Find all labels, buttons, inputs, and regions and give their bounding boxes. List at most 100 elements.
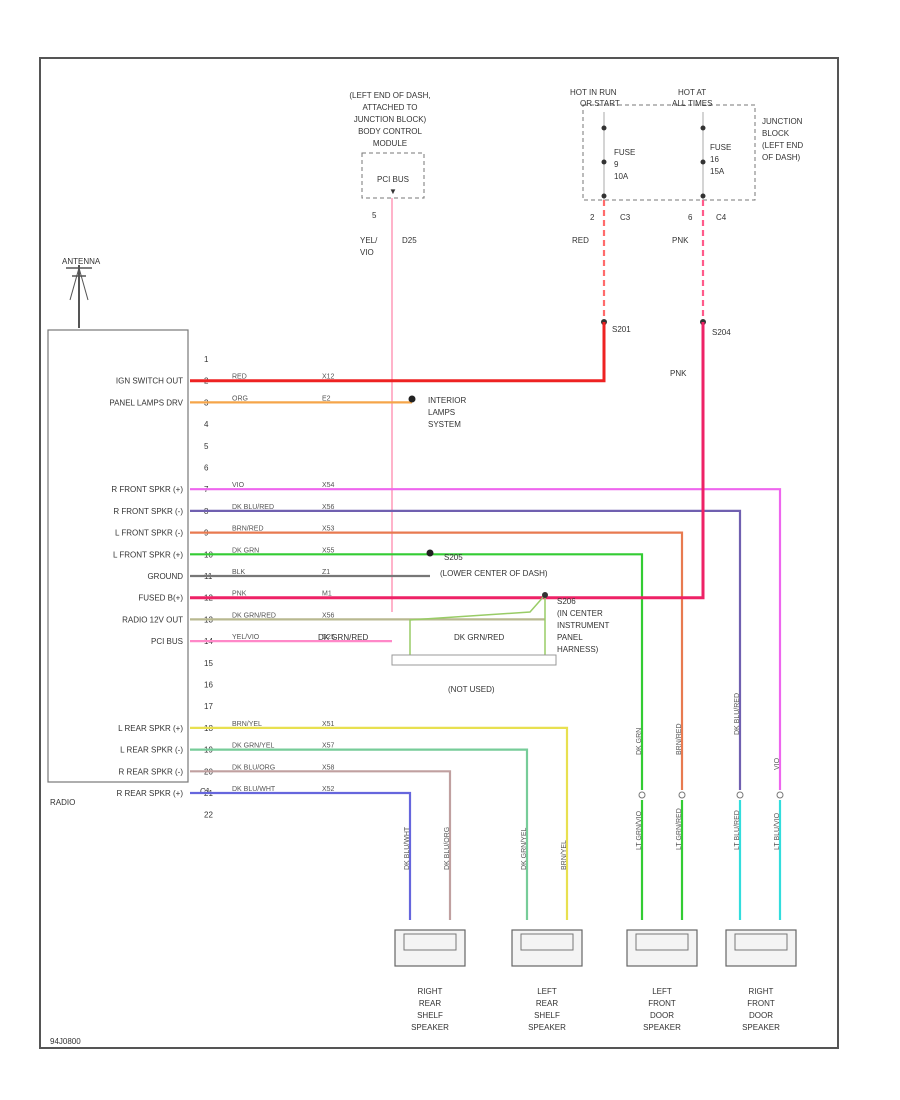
s206-location-1: (IN CENTER (557, 609, 603, 618)
wire-pin-18 (190, 726, 569, 920)
c4-connector: C4 (716, 213, 727, 222)
speaker-name-line: FRONT (648, 999, 676, 1008)
wire-circuit-label: X52 (322, 786, 335, 793)
bcm-location-line-1: (LEFT END OF DASH, (349, 91, 430, 100)
fuse-9-line-2: 9 (614, 160, 619, 169)
hot-at-line-1: HOT AT (678, 88, 706, 97)
wire-circuit-label: X56 (322, 612, 335, 619)
s206-wire-label-right: DK GRN/RED (454, 633, 504, 642)
speaker-name-line: RIGHT (418, 987, 443, 996)
wire-color-label: YEL/VIO (232, 634, 260, 641)
speaker-name-line: REAR (419, 999, 441, 1008)
hot-run-line-1: HOT IN RUN (570, 88, 617, 97)
speaker-name-line: DOOR (749, 1011, 773, 1020)
pin-label: R FRONT SPKR (-) (113, 507, 183, 516)
hot-run-line-2: OR START (580, 99, 620, 108)
body-control-module-connector: (LEFT END OF DASH, ATTACHED TO JUNCTION … (349, 91, 430, 257)
speaker-icon (511, 929, 583, 967)
speaker-icon (725, 929, 797, 967)
speaker-name-line: LEFT (652, 987, 672, 996)
splice-s204-label: S204 (712, 328, 731, 337)
wire-circuit-label: X51 (322, 721, 335, 728)
inline-connector (638, 791, 646, 799)
bcm-location-line-4: BODY CONTROL (358, 127, 422, 136)
speaker-list: RIGHTREARSHELFSPEAKERLEFTREARSHELFSPEAKE… (394, 929, 797, 1032)
bcm-wire-color-2: VIO (360, 248, 374, 257)
speaker-wire-label: VIO (774, 757, 781, 770)
wire-circuit-label: X12 (322, 374, 335, 381)
bcm-location-line-5: MODULE (373, 139, 407, 148)
wire-circuit-label: Z1 (322, 569, 330, 576)
fuse-9-terminal-mid (601, 159, 607, 165)
speaker-wire-label: BRN/YEL (561, 840, 568, 870)
wire-color-label: DK BLU/RED (232, 504, 274, 511)
ground-splice-dot (426, 549, 434, 557)
speaker-cone (734, 933, 788, 951)
pin-label: R FRONT SPKR (+) (111, 485, 183, 494)
pin-number: 16 (204, 681, 213, 690)
bcm-location-line-2: ATTACHED TO (363, 103, 418, 112)
wire-circuit-label: X53 (322, 526, 335, 533)
wire-pin-9 (190, 531, 684, 790)
ground-location-label: (LOWER CENTER OF DASH) (440, 569, 548, 578)
wire-color-label: RED (232, 374, 247, 381)
pin-label: PANEL LAMPS DRV (109, 398, 183, 407)
bcm-connector-box (361, 152, 425, 199)
s206-wire-label-left: DK GRN/RED (318, 633, 368, 642)
c4-pin: 6 (688, 213, 693, 222)
c3-connector: C3 (620, 213, 631, 222)
speaker-wire-label: LT GRN/VIO (636, 810, 643, 850)
wire-color-label: VIO (232, 482, 245, 489)
c4-color: PNK (672, 236, 689, 245)
wire-color-label: DK GRN/RED (232, 612, 276, 619)
wire-circuit-label: D25 (322, 634, 335, 641)
speaker-name-line: SPEAKER (742, 1023, 780, 1032)
wire-color-label: BRN/YEL (232, 721, 262, 728)
inline-connector (776, 791, 784, 799)
wire-color-label: ORG (232, 395, 248, 402)
antenna-icon (66, 265, 92, 328)
figure-id: 94J0800 (50, 1037, 81, 1046)
s206-location-3: PANEL (557, 633, 583, 642)
amp-label: (NOT USED) (448, 685, 495, 694)
wire-color-label: DK GRN/YEL (232, 743, 275, 750)
junction-location-4: OF DASH) (762, 153, 801, 162)
fuse-9-terminal-top (601, 125, 607, 131)
bcm-pin-indicator: ▼ (389, 187, 397, 196)
wire-pin-20 (190, 770, 452, 920)
pin-number: 1 (204, 355, 209, 364)
wire-color-label: PNK (232, 591, 247, 598)
s206-location-4: HARNESS) (557, 645, 599, 654)
speaker-name-line: SPEAKER (528, 1023, 566, 1032)
c3-pin: 2 (590, 213, 595, 222)
pnk-wire-label: PNK (670, 369, 687, 378)
speaker-wire-label: BRN/RED (676, 723, 683, 755)
ground-splice-label: S205 (444, 553, 463, 562)
speaker-name-line: SPEAKER (643, 1023, 681, 1032)
speaker-wire-label: LT GRN/RED (676, 808, 683, 850)
s206-splice-wire (409, 594, 546, 655)
wire-circuit-label: X54 (322, 482, 335, 489)
diagram-frame (39, 57, 839, 1049)
pin-number: 5 (204, 442, 209, 451)
interior-lamps-label-1: INTERIOR (428, 396, 466, 405)
wire-circuit-label: X57 (322, 743, 335, 750)
fuse-9-line-3: 10A (614, 172, 629, 181)
pin-label: PCI BUS (151, 637, 183, 646)
pin-number: 17 (204, 702, 213, 711)
radio-connector-label: C1 (200, 787, 211, 796)
speaker-wire-label: LT BLU/RED (734, 810, 741, 850)
wire-circuit-label: M1 (322, 591, 332, 598)
speaker-wire-label: DK BLU/WHT (404, 826, 411, 870)
speaker-wire-label: DK GRN (636, 728, 643, 755)
fuse-9-line-1: FUSE (614, 148, 635, 157)
pin-label: GROUND (147, 572, 183, 581)
fuse-16-line-3: 15A (710, 167, 725, 176)
hot-at-line-2: ALL TIMES (672, 99, 712, 108)
fuse-9-terminal-bottom (601, 193, 607, 199)
